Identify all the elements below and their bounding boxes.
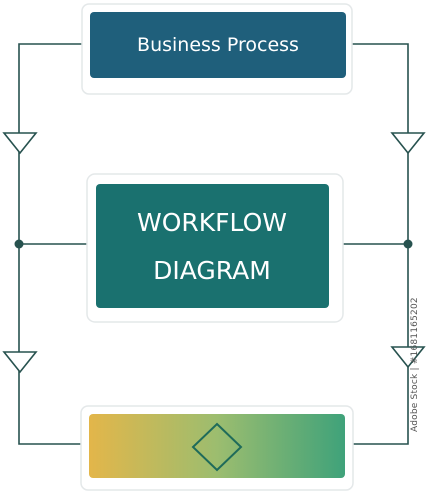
- arrow-left-lower-icon: [2, 351, 38, 374]
- diamond-icon: [191, 422, 243, 472]
- watermark-side-text: Adobe Stock | #1681165202: [410, 297, 420, 432]
- top-node-box: [90, 12, 346, 78]
- arrow-right-lower-icon: [390, 346, 426, 369]
- center-node-line1: WORKFLOW: [137, 208, 287, 237]
- junction-dots: [14, 239, 413, 249]
- arrowheads: [2, 132, 426, 374]
- center-node-line2: DIAGRAM: [153, 256, 271, 285]
- center-node: WORKFLOW DIAGRAM: [86, 173, 344, 323]
- bottom-node-box: [89, 414, 345, 478]
- bottom-node: [80, 405, 354, 491]
- arrow-left-upper-icon: [2, 132, 38, 155]
- right-junction-dot: [403, 239, 413, 249]
- left-junction-dot: [14, 239, 24, 249]
- top-node-label: Business Process: [137, 34, 299, 56]
- arrow-right-upper-icon: [390, 132, 426, 155]
- top-node: Business Process: [81, 3, 353, 95]
- center-node-box: [96, 184, 329, 308]
